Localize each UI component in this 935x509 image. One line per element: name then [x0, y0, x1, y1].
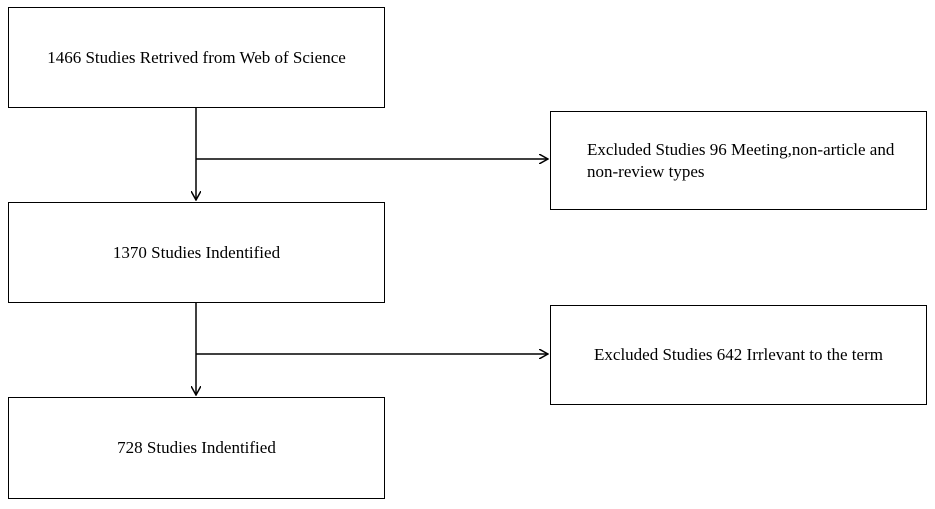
- identified-studies-first-label: 1370 Studies Indentified: [112, 242, 281, 262]
- identified-studies-final-box: 728 Studies Indentified: [8, 397, 385, 499]
- identified-studies-first-box: 1370 Studies Indentified: [8, 202, 385, 303]
- excluded-studies-first-label: Excluded Studies 96 Meeting,non-article …: [587, 139, 895, 181]
- excluded-studies-second-label: Excluded Studies 642 Irrlevant to the te…: [594, 345, 883, 364]
- retrieved-studies-label: 1466 Studies Retrived from Web of Scienc…: [47, 47, 346, 67]
- retrieved-studies-box: 1466 Studies Retrived from Web of Scienc…: [8, 7, 385, 108]
- excluded-studies-second-box: Excluded Studies 642 Irrlevant to the te…: [550, 305, 927, 405]
- identified-studies-final-label: 728 Studies Indentified: [117, 438, 276, 457]
- excluded-studies-first-box: Excluded Studies 96 Meeting,non-article …: [550, 111, 927, 210]
